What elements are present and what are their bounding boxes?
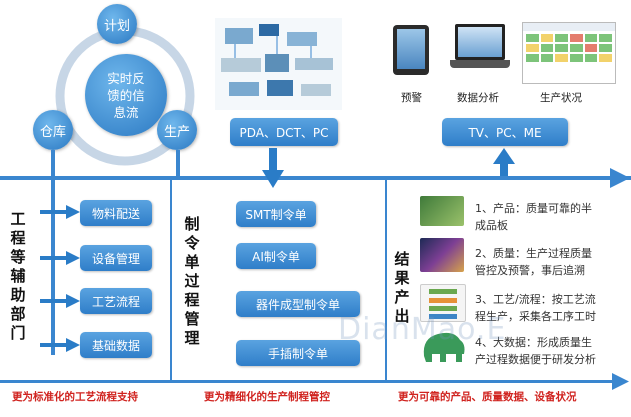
middle-item-forming: 器件成型制令单 (236, 291, 360, 317)
device-box-label: PDA、DCT、PC (239, 125, 329, 140)
result-line: 4、大数据：形成质量生 (475, 336, 592, 349)
result-line: 产过程数据便于研发分析 (475, 353, 596, 366)
main-divider (0, 176, 631, 180)
connector-production (176, 150, 180, 180)
arrow-right-icon (40, 294, 80, 308)
cycle-center-line: 馈的信 (107, 87, 145, 103)
device-box-display: TV、PC、ME (442, 118, 568, 146)
cycle-node-label: 生产 (163, 124, 190, 140)
connector-warehouse (51, 150, 55, 355)
arrow-right-icon (40, 251, 80, 265)
left-item-material: 物料配送 (80, 200, 152, 226)
cycle-node-warehouse: 仓库 (33, 110, 73, 150)
middle-item-smt: SMT制令单 (236, 201, 316, 227)
laptop-image (450, 24, 510, 80)
separator-right (385, 178, 387, 383)
tablet-image (393, 25, 429, 75)
middle-item-label: AI制令单 (252, 249, 300, 264)
device-box-collection: PDA、DCT、PC (230, 118, 338, 146)
result-line: 成品板 (475, 219, 508, 232)
bottom-text-right: 更为可靠的产品、质量数据、设备状况 (398, 391, 577, 403)
caption-status: 生产状况 (540, 92, 582, 104)
left-panel-title: 工程等辅助部门 (10, 210, 26, 342)
arrow-right-icon (40, 338, 80, 352)
arrow-right-icon (40, 205, 80, 219)
left-item-basedata: 基础数据 (80, 332, 152, 358)
left-item-label: 基础数据 (91, 338, 140, 353)
factory-illustration (215, 18, 342, 110)
result-item: 3、工艺/流程：按工艺流 程生产，采集各工序工时 (475, 291, 596, 325)
result-line: 程生产，采集各工序工时 (475, 310, 596, 323)
elephant-icon (423, 332, 465, 362)
left-item-label: 设备管理 (91, 251, 140, 266)
cycle-center-line: 实时反 (107, 70, 145, 86)
bottom-arrow-icon (612, 373, 629, 390)
middle-item-label: 器件成型制令单 (255, 297, 340, 312)
watermark: DianMao.E (338, 312, 507, 347)
caption-warning: 预警 (401, 92, 422, 104)
cycle-node-label: 仓库 (39, 124, 66, 140)
middle-panel-title: 制令单过程管理 (184, 215, 200, 347)
left-item-process: 工艺流程 (80, 288, 152, 314)
middle-item-label: 手插制令单 (267, 346, 328, 361)
result-item: 4、大数据：形成质量生 产过程数据便于研发分析 (475, 334, 596, 368)
cycle-node-plan: 计划 (97, 4, 137, 44)
separator-left (170, 178, 172, 383)
right-panel-title: 结果产出 (394, 250, 410, 325)
result-item: 1、产品：质量可靠的半 成品板 (475, 200, 592, 234)
left-item-label: 物料配送 (91, 206, 140, 221)
result-line: 2、质量：生产过程质量 (475, 247, 592, 260)
cycle-node-label: 计划 (103, 18, 130, 34)
caption-analysis: 数据分析 (457, 92, 499, 104)
arrow-down-icon (262, 148, 284, 188)
dashboard-image (522, 22, 616, 84)
middle-item-manual: 手插制令单 (236, 340, 360, 366)
result-item: 2、质量：生产过程质量 管控及预警，事后追溯 (475, 245, 592, 279)
left-item-label: 工艺流程 (91, 294, 140, 309)
thumb-machine (420, 238, 464, 272)
result-line: 1、产品：质量可靠的半 (475, 202, 592, 215)
cycle-center-line: 息流 (113, 104, 139, 120)
arrow-up-icon (493, 148, 515, 176)
bottom-text-middle: 更为精细化的生产制程管控 (204, 391, 330, 403)
thumb-pcb (420, 196, 464, 226)
bottom-line (0, 380, 618, 383)
left-item-equipment: 设备管理 (80, 245, 152, 271)
divider-arrow-icon (610, 168, 630, 188)
result-line: 3、工艺/流程：按工艺流 (475, 293, 596, 306)
result-line: 管控及预警，事后追溯 (475, 264, 585, 277)
bottom-text-left: 更为标准化的工艺流程支持 (12, 391, 138, 403)
cycle-center: 实时反 馈的信 息流 (85, 54, 167, 136)
middle-item-label: SMT制令单 (245, 207, 307, 222)
middle-item-ai: AI制令单 (236, 243, 316, 269)
cycle-node-production: 生产 (157, 110, 197, 150)
thumb-flowchart (420, 284, 466, 322)
device-box-label: TV、PC、ME (468, 125, 542, 140)
